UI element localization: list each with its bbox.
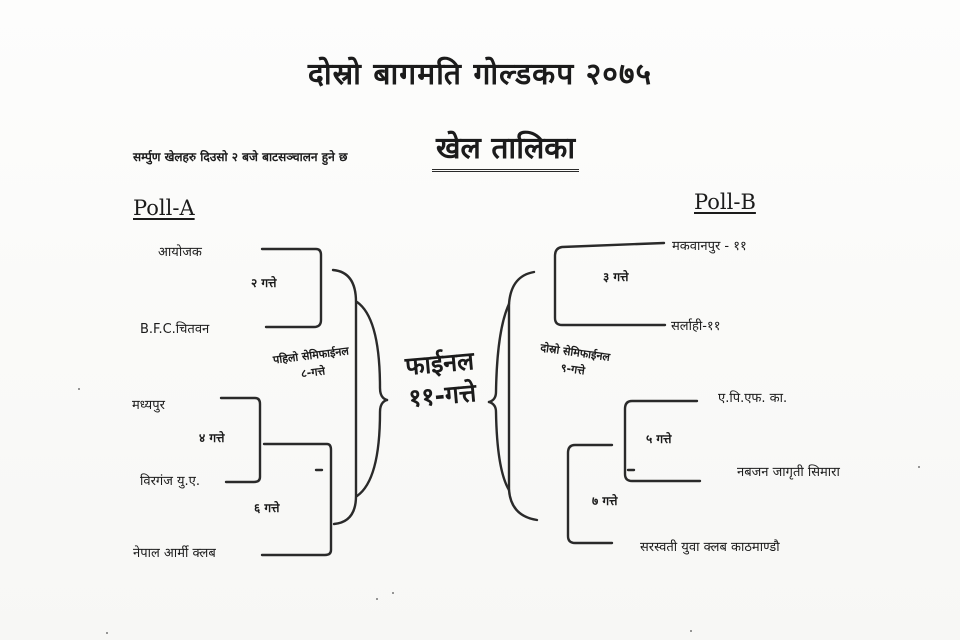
team-label: ए.पि.एफ. का. <box>718 391 788 406</box>
paper-speck <box>918 466 920 468</box>
team-label: नबजन जागृती सिमारा <box>737 465 840 480</box>
match-date-label: ४ गत्ते <box>199 431 225 445</box>
team-label: विरगंज यु.ए. <box>140 474 201 489</box>
bracket-line-final-right-lower <box>487 400 511 492</box>
final-label: फाईनल ११-गत्ते <box>386 344 495 417</box>
bracket-line-final-right <box>487 302 511 404</box>
bracket-line-match-b1 <box>553 241 667 327</box>
paper-speck <box>78 388 80 390</box>
team-label: आयोजक <box>158 245 202 260</box>
schedule-note: सर्म्पुण खेलहरु दिउसो २ बजे बाटसञ्चालन ह… <box>133 150 348 164</box>
team-label: सर्लाही-११ <box>671 319 721 334</box>
team-label: मध्यपुर <box>132 398 165 413</box>
bracket-line-match-a1 <box>260 247 323 329</box>
match-date-label: ३ गत्ते <box>603 270 629 284</box>
bracket-line-final-left-lower <box>355 398 389 498</box>
team-label: B.F.C.चितवन <box>140 322 210 337</box>
pool-a-heading: Poll-A <box>133 196 195 220</box>
bracket-line-match-b2 <box>623 399 702 483</box>
bracket-line-match-a2 <box>219 396 262 484</box>
match-date-label: ५ गत्ते <box>646 432 672 446</box>
bracket-line-final-left <box>355 300 389 402</box>
bracket-line-semi-b <box>507 270 539 522</box>
bracket-line-semi-a <box>331 268 358 526</box>
match-date-label: ६ गत्ते <box>254 501 280 515</box>
document-title: दोस्रो बागमति गोल्डकप २०७५ <box>307 57 653 92</box>
team-label: सरस्वती युवा क्लब काठमाण्डौ <box>640 540 780 555</box>
team-label: नेपाल आर्मी क्लब <box>133 546 216 561</box>
paper-speck <box>392 592 394 594</box>
pool-b-heading: Poll-B <box>694 190 756 214</box>
match-date-label: ७ गत्ते <box>592 494 618 508</box>
paper-speck <box>106 632 108 634</box>
bracket-line-match-b3 <box>566 443 614 545</box>
paper-speck <box>690 630 692 632</box>
match-date-label: २ गत्ते <box>251 276 277 290</box>
team-label: मकवानपुर - ११ <box>672 239 747 254</box>
bracket-line-match-a3 <box>260 442 333 557</box>
schedule-heading: खेल तालिका <box>432 126 580 172</box>
paper-speck <box>376 598 378 600</box>
